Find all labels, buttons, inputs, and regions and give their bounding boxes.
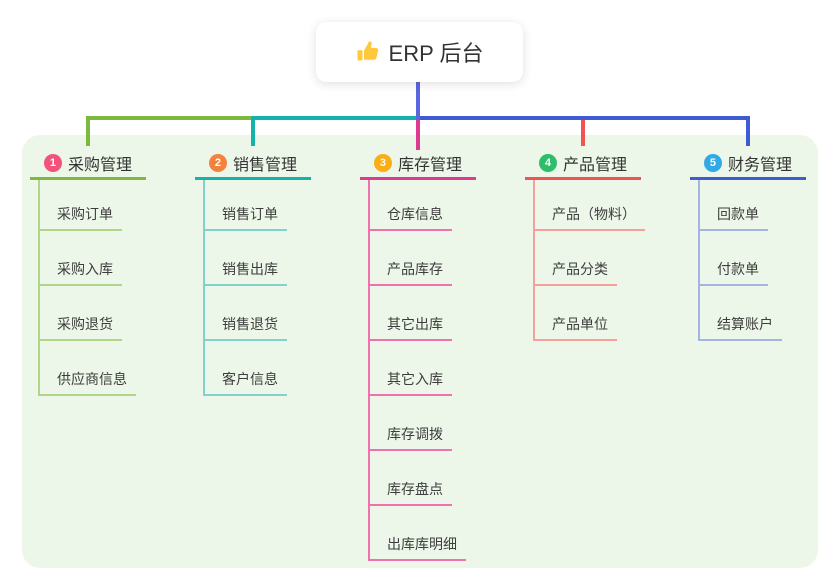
root-node[interactable]: ERP 后台 <box>316 22 523 82</box>
branch-label: 财务管理 <box>727 157 792 174</box>
branch-label: 产品管理 <box>562 157 627 174</box>
branch-spine-line <box>533 177 535 341</box>
child-node[interactable]: 销售退货 <box>203 314 287 341</box>
branch-label: 销售管理 <box>232 157 297 174</box>
branch-number-badge: 5 <box>703 154 722 172</box>
child-node[interactable]: 产品（物料） <box>533 204 645 231</box>
child-node[interactable]: 产品分类 <box>533 259 617 286</box>
child-node[interactable]: 采购入库 <box>38 259 122 286</box>
branch-number-badge: 3 <box>373 154 392 172</box>
branch-spine-line <box>203 177 205 396</box>
root-label: ERP 后台 <box>388 41 484 66</box>
branch-number-badge: 2 <box>208 154 227 172</box>
child-node[interactable]: 付款单 <box>698 259 768 286</box>
child-node[interactable]: 回款单 <box>698 204 768 231</box>
child-node[interactable]: 库存调拨 <box>368 424 452 451</box>
child-node[interactable]: 产品库存 <box>368 259 452 286</box>
branch-spine-line <box>38 177 40 396</box>
child-node[interactable]: 其它入库 <box>368 369 452 396</box>
branch-node-3[interactable]: 3 库存管理 <box>360 149 476 180</box>
thumbs-up-icon <box>356 40 380 64</box>
child-node[interactable]: 仓库信息 <box>368 204 452 231</box>
child-node[interactable]: 产品单位 <box>533 314 617 341</box>
branch-node-4[interactable]: 4 产品管理 <box>525 149 641 180</box>
child-node[interactable]: 出库库明细 <box>368 534 466 561</box>
child-node[interactable]: 客户信息 <box>203 369 287 396</box>
child-node[interactable]: 销售订单 <box>203 204 287 231</box>
child-node[interactable]: 其它出库 <box>368 314 452 341</box>
child-node[interactable]: 库存盘点 <box>368 479 452 506</box>
child-node[interactable]: 结算账户 <box>698 314 782 341</box>
branch-number-badge: 4 <box>538 154 557 172</box>
child-node[interactable]: 采购订单 <box>38 204 122 231</box>
branch-number-badge: 1 <box>43 154 62 172</box>
branch-node-2[interactable]: 2 销售管理 <box>195 149 311 180</box>
branch-node-1[interactable]: 1 采购管理 <box>30 149 146 180</box>
branch-spine-line <box>368 177 370 561</box>
branch-label: 库存管理 <box>397 157 462 174</box>
background-panel <box>22 135 818 568</box>
branch-spine-line <box>698 177 700 341</box>
child-node[interactable]: 供应商信息 <box>38 369 136 396</box>
child-node[interactable]: 销售出库 <box>203 259 287 286</box>
child-node[interactable]: 采购退货 <box>38 314 122 341</box>
branch-node-5[interactable]: 5 财务管理 <box>690 149 806 180</box>
branch-label: 采购管理 <box>67 157 132 174</box>
